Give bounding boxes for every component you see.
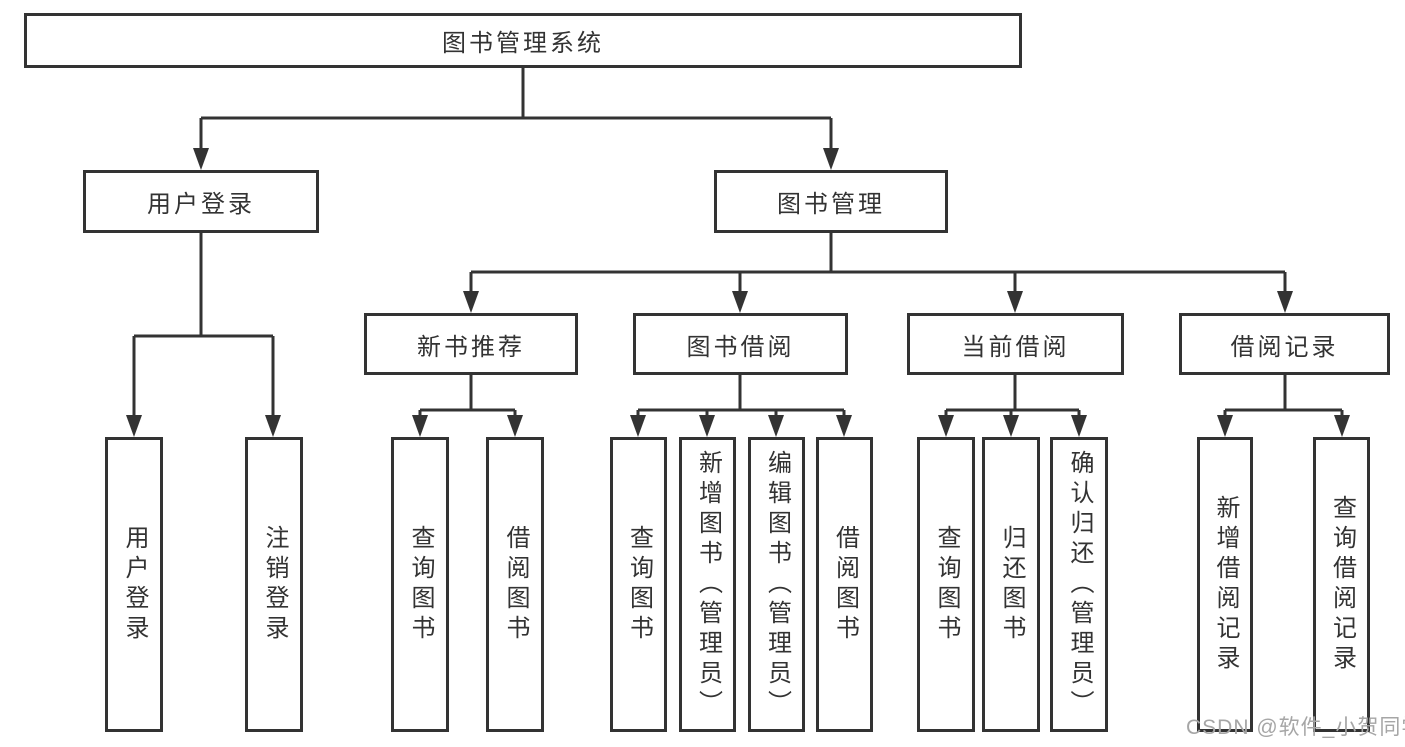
node-label: 新增借阅记录 [1212, 494, 1239, 675]
leaf-borrow-borrow-books: 借阅图书 [816, 437, 873, 732]
watermark: CSDN @软件_小贺同学 [1186, 716, 1405, 739]
node-label: 注销登录 [261, 524, 288, 645]
leaf-logout: 注销登录 [245, 437, 303, 732]
node-book-management: 图书管理 [714, 170, 948, 233]
node-label: 借阅图书 [831, 524, 859, 645]
node-label: 图书管理系统 [442, 30, 604, 57]
node-label: 查询图书 [933, 524, 960, 645]
node-borrowing-records: 借阅记录 [1179, 313, 1390, 375]
node-label: 归还图书 [998, 524, 1025, 645]
node-new-book-recommend: 新书推荐 [364, 313, 578, 375]
leaf-newrec-query-books: 查询图书 [391, 437, 449, 732]
node-label: 用户登录 [147, 191, 255, 218]
leaf-records-add-record: 新增借阅记录 [1197, 437, 1253, 732]
leaf-records-query-record: 查询借阅记录 [1313, 437, 1370, 732]
leaf-borrow-query-books: 查询图书 [610, 437, 667, 732]
node-label: 确认归还（管理员） [1066, 449, 1093, 720]
node-label: 编辑图书（管理员） [763, 449, 791, 720]
node-label: 借阅记录 [1230, 333, 1339, 361]
leaf-borrow-edit-books-admin: 编辑图书（管理员） [748, 437, 805, 732]
leaf-borrow-add-books-admin: 新增图书（管理员） [679, 437, 736, 732]
node-current-borrowing: 当前借阅 [907, 313, 1124, 375]
node-book-borrowing: 图书借阅 [633, 313, 848, 375]
node-label: 新书推荐 [417, 333, 525, 361]
node-label: 用户登录 [121, 524, 148, 645]
leaf-current-query-books: 查询图书 [917, 437, 975, 732]
leaf-current-return-books: 归还图书 [982, 437, 1040, 732]
node-label: 查询图书 [625, 524, 653, 645]
node-label: 当前借阅 [961, 333, 1070, 361]
leaf-current-confirm-return-admin: 确认归还（管理员） [1050, 437, 1108, 732]
node-label: 图书借阅 [686, 333, 795, 361]
node-label: 新增图书（管理员） [694, 449, 722, 720]
node-label: 查询图书 [407, 524, 434, 645]
node-user-login: 用户登录 [83, 170, 319, 233]
leaf-user-login: 用户登录 [105, 437, 163, 732]
node-label: 图书管理 [777, 191, 885, 218]
leaf-newrec-borrow-books: 借阅图书 [486, 437, 544, 732]
node-label: 借阅图书 [502, 524, 529, 645]
node-book-management-system: 图书管理系统 [24, 13, 1022, 68]
node-label: 查询借阅记录 [1328, 494, 1356, 675]
